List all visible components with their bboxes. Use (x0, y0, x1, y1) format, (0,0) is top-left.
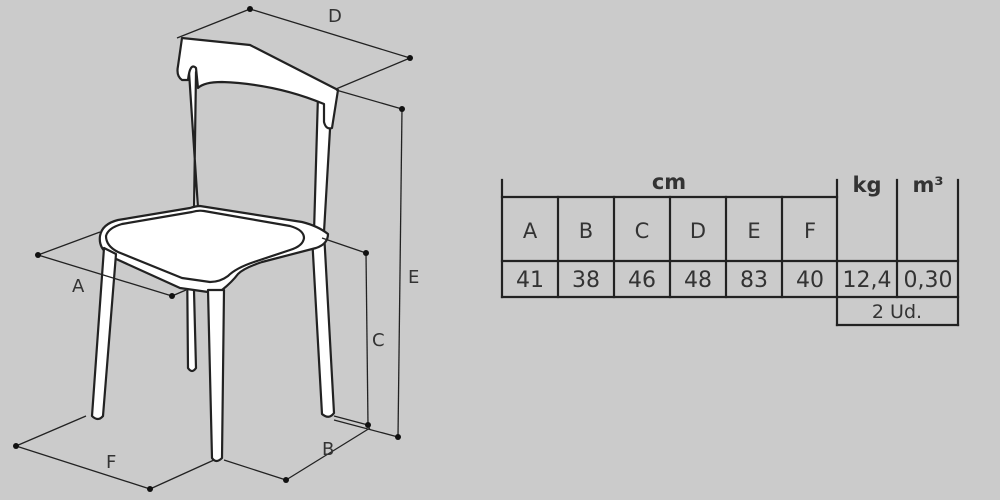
table-header-volume: m³ (912, 173, 943, 197)
table-column-header: E (747, 219, 760, 243)
table-column-header: B (579, 219, 593, 243)
back-right-leg (310, 230, 336, 418)
dimension-line-f-right (149, 459, 215, 490)
table-column-header: A (523, 219, 538, 243)
dimension-line-c (365, 252, 369, 426)
table-cell-weight: 12,4 (843, 268, 892, 293)
table-header-kg: kg (853, 173, 882, 197)
dimension-dot (399, 106, 405, 112)
chair-seat-cushion (104, 209, 306, 284)
dimension-label-d: D (328, 6, 342, 27)
dimension-line-f-left (15, 415, 87, 447)
table-column-header: C (635, 219, 650, 243)
dimension-line-c-bottom (333, 415, 369, 426)
dimension-dot (13, 443, 19, 449)
dimension-label-f: F (106, 452, 116, 473)
dimension-line-d-main (249, 8, 411, 59)
table-cell-volume: 0,30 (904, 268, 953, 293)
table-column-header: F (804, 219, 816, 243)
dimension-label-e: E (408, 267, 419, 288)
dimension-dot (35, 252, 41, 258)
dimension-line-a (37, 254, 173, 297)
dimension-dot (247, 6, 253, 12)
dimension-dot (363, 250, 369, 256)
dimension-line-d-right (335, 57, 411, 90)
dimension-label-b: B (322, 439, 334, 460)
dimension-dot (283, 477, 289, 483)
table-cell-value: 40 (796, 268, 824, 293)
table-column-header: D (690, 219, 706, 243)
table-cell-value: 46 (628, 268, 656, 293)
dimension-dot (395, 434, 401, 440)
front-left-leg (90, 246, 118, 421)
dimension-line-f (15, 445, 151, 490)
dimension-dot (169, 293, 175, 299)
front-right-leg (206, 288, 226, 463)
dimension-line-e (397, 108, 403, 438)
table-header-cm: cm (652, 170, 686, 194)
dimension-line-b (223, 459, 287, 481)
dimension-label-a: A (72, 276, 85, 297)
chair-diagram: D E A C F B (13, 6, 419, 492)
table-cell-value: 83 (740, 268, 768, 293)
chair-backrest (176, 36, 340, 130)
table-cell-value: 41 (516, 268, 544, 293)
table-cell-value: 38 (572, 268, 600, 293)
table-cell-pack-units: 2 Ud. (872, 301, 922, 323)
dimension-dot (365, 422, 371, 428)
dimension-line-c-top (321, 237, 367, 254)
table-cell-value: 48 (684, 268, 712, 293)
dimension-line-e-bottom (333, 419, 399, 438)
dimension-dot (407, 55, 413, 61)
dimension-dot (147, 486, 153, 492)
dimension-line-b-main (285, 427, 371, 481)
dimension-line-a-left (37, 231, 101, 256)
dimension-line-d (176, 8, 251, 39)
dimension-line-e-top (335, 89, 403, 110)
dimension-label-c: C (372, 330, 385, 351)
